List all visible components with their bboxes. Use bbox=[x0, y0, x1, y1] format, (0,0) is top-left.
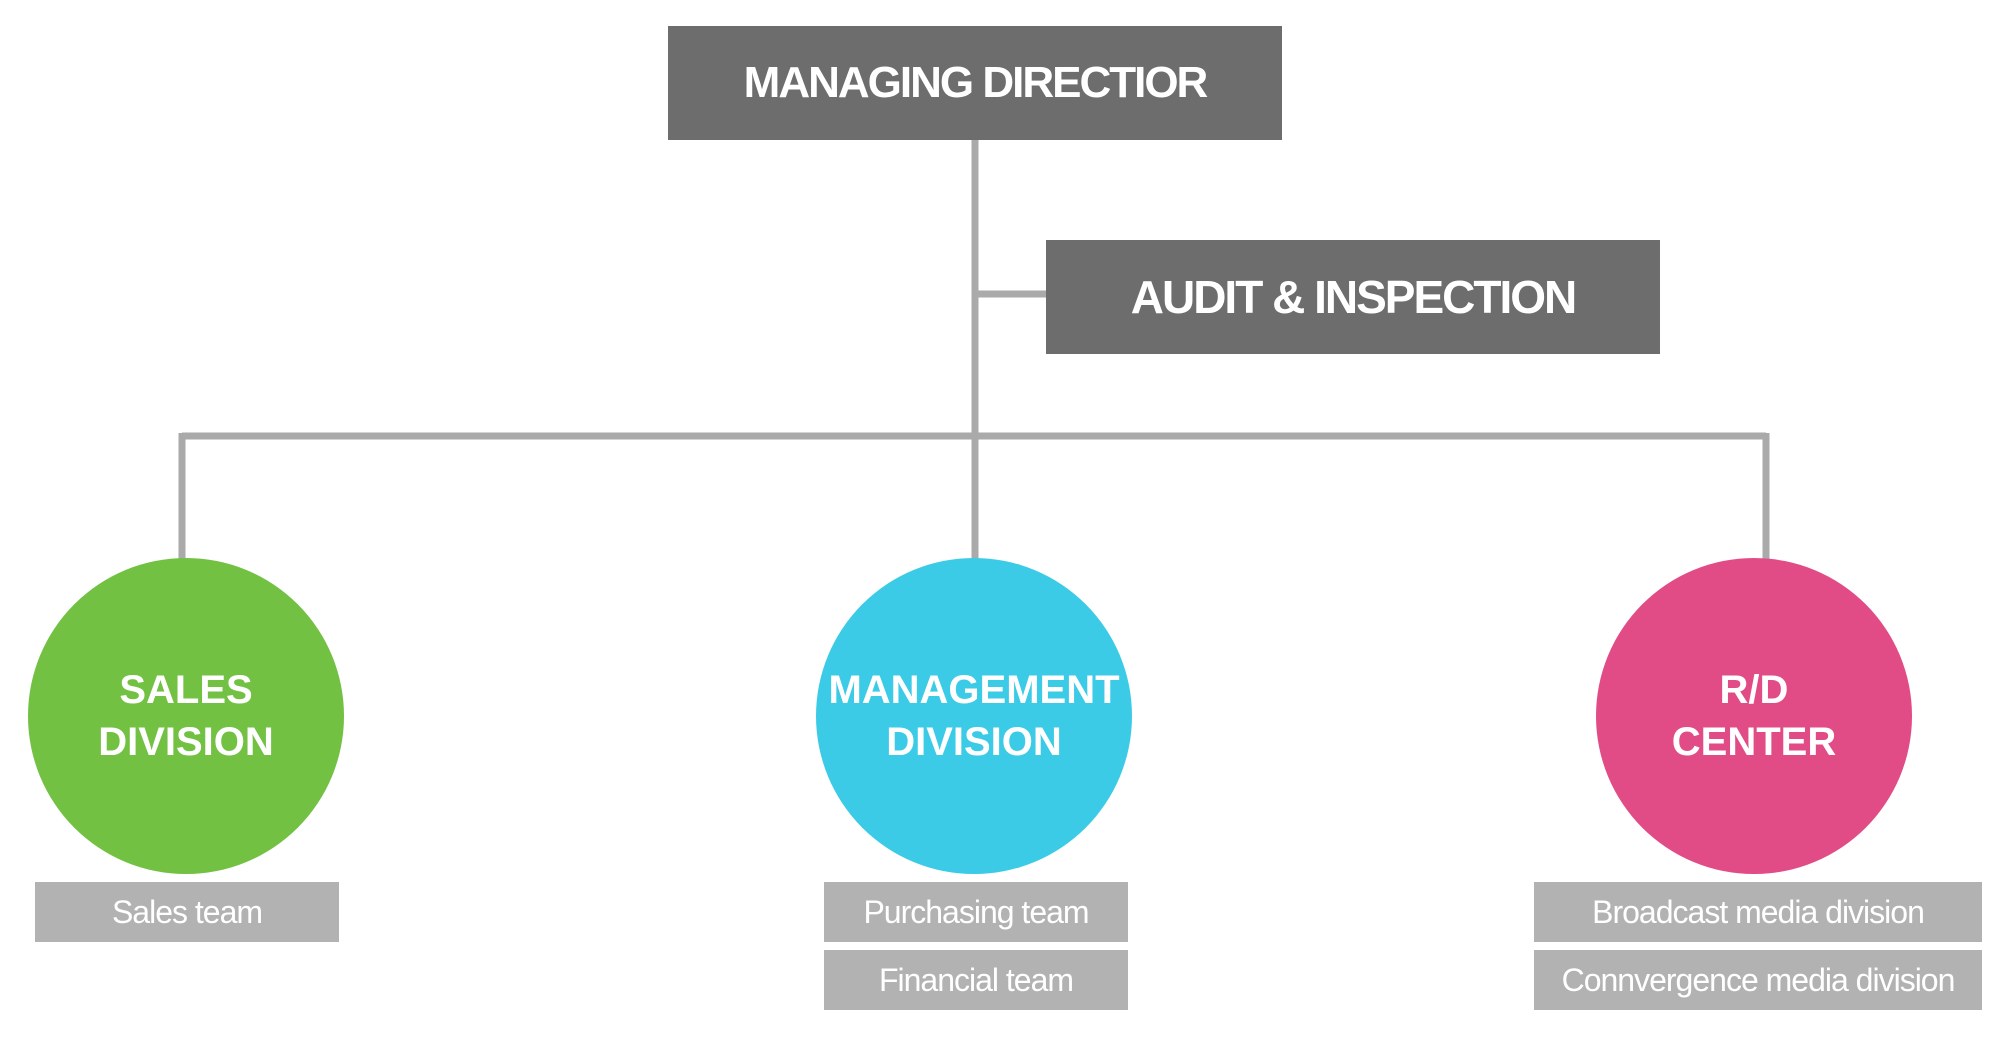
convergence-media-division-box: Connvergence media division bbox=[1534, 950, 1982, 1010]
management-division-circle: MANAGEMENT DIVISION bbox=[816, 558, 1132, 874]
purchasing-team-label: Purchasing team bbox=[863, 893, 1089, 930]
sales-division-line1: SALES bbox=[119, 668, 253, 712]
management-division-line1: MANAGEMENT bbox=[828, 668, 1120, 712]
sales-division-label: SALES DIVISION bbox=[98, 664, 274, 768]
rd-center-line1: R/D bbox=[1719, 668, 1789, 712]
rd-center-line2: CENTER bbox=[1671, 720, 1837, 764]
financial-team-label: Financial team bbox=[878, 961, 1074, 998]
audit-inspection-box: AUDIT & INSPECTION bbox=[1046, 240, 1660, 354]
sales-team-box: Sales team bbox=[35, 882, 339, 942]
broadcast-media-division-box: Broadcast media division bbox=[1534, 882, 1982, 942]
rd-center-circle: R/D CENTER bbox=[1596, 558, 1912, 874]
rd-center-label: R/D CENTER bbox=[1672, 664, 1836, 768]
purchasing-team-box: Purchasing team bbox=[824, 882, 1128, 942]
sales-division-circle: SALES DIVISION bbox=[28, 558, 344, 874]
managing-director-box: MANAGING DIRECTIOR bbox=[668, 26, 1282, 140]
sales-division-line2: DIVISION bbox=[98, 720, 274, 764]
convergence-media-division-label: Connvergence media division bbox=[1561, 961, 1956, 998]
managing-director-label: MANAGING DIRECTIOR bbox=[743, 58, 1209, 107]
audit-inspection-label: AUDIT & INSPECTION bbox=[1130, 271, 1577, 323]
broadcast-media-division-label: Broadcast media division bbox=[1592, 893, 1925, 930]
financial-team-box: Financial team bbox=[824, 950, 1128, 1010]
management-division-label: MANAGEMENT DIVISION bbox=[828, 664, 1119, 768]
sales-team-label: Sales team bbox=[111, 893, 263, 930]
management-division-line2: DIVISION bbox=[886, 720, 1062, 764]
